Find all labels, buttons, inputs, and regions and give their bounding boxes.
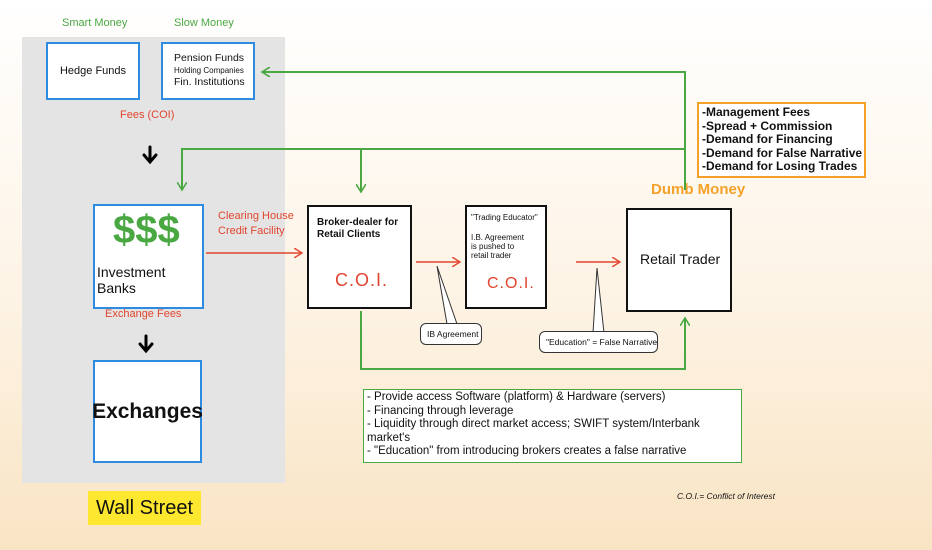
- demands-box: -Management Fees -Spread + Commission -D…: [697, 102, 866, 178]
- demand-item: -Spread + Commission: [702, 118, 833, 133]
- green-arrow-to-retail: [360, 311, 685, 370]
- demand-item: -Demand for False Narrative: [702, 145, 863, 160]
- trading-educator-box: "Trading Educator" I.B. Agreement is pus…: [465, 205, 547, 309]
- educator-line1: I.B. Agreement: [471, 233, 524, 242]
- educator-line3: retail trader: [471, 251, 512, 260]
- down-arrow-icon: [138, 334, 154, 354]
- hedge-funds-box: Hedge Funds: [46, 42, 140, 100]
- education-callout-tail: [592, 267, 605, 334]
- pension-funds-line3: Fin. Institutions: [174, 76, 245, 88]
- pension-funds-box: Pension Funds Holding Companies Fin. Ins…: [161, 42, 255, 100]
- educator-coi: C.O.I.: [487, 275, 535, 292]
- retail-trader-label: Retail Trader: [640, 251, 721, 267]
- exchanges-box: Exchanges: [92, 360, 203, 463]
- investment-banks-box: $$$ Investment Banks: [93, 204, 204, 309]
- hedge-funds-label: Hedge Funds: [59, 65, 127, 77]
- broker-line1: Broker-dealer for: [317, 217, 399, 228]
- coi-footnote: C.O.I.= Conflict of Interest: [677, 491, 776, 501]
- retail-trader-box: Retail Trader: [626, 208, 732, 312]
- education-callout: "Education" = False Narrative: [539, 331, 658, 353]
- green-arrow-to-pension: [262, 72, 686, 190]
- provides-item: - "Education" from introducing brokers c…: [367, 445, 687, 457]
- clearing-house-label: Clearing House Credit Facility: [218, 209, 294, 239]
- clearing-house-line2: Credit Facility: [218, 225, 285, 237]
- investment-banks-line2: Banks: [97, 280, 136, 296]
- provides-box: - Provide access Software (platform) & H…: [363, 389, 742, 463]
- clearing-house-line1: Clearing House: [218, 210, 294, 222]
- demand-item: -Management Fees: [702, 105, 811, 119]
- pension-funds-line2: Holding Companies: [174, 66, 244, 75]
- exchange-fees-label: Exchange Fees: [105, 308, 182, 320]
- demand-item: -Demand for Losing Trades: [702, 159, 858, 173]
- down-arrow-icon: [142, 145, 158, 165]
- provides-item: - Liquidity through direct market access…: [367, 418, 700, 444]
- slow-money-label: Slow Money: [174, 17, 234, 29]
- broker-dealer-box: Broker-dealer for Retail Clients C.O.I.: [307, 205, 412, 309]
- educator-line2: is pushed to: [471, 242, 515, 251]
- wall-street-badge: Wall Street: [88, 491, 201, 525]
- ib-callout-tail: [436, 265, 458, 325]
- green-arrow-to-banks: [182, 148, 685, 190]
- provides-item: - Financing through leverage: [367, 404, 514, 417]
- dumb-money-label: Dumb Money: [651, 181, 746, 198]
- pension-funds-line1: Pension Funds: [174, 52, 245, 64]
- demand-item: -Demand for Financing: [702, 132, 833, 146]
- investment-banks-line1: Investment: [97, 264, 166, 280]
- smart-money-label: Smart Money: [62, 17, 128, 29]
- provides-item: - Provide access Software (platform) & H…: [367, 391, 666, 403]
- fees-coi-label: Fees (COI): [120, 109, 175, 121]
- dollar-signs: $$$: [113, 208, 180, 252]
- exchanges-label: Exchanges: [92, 399, 203, 423]
- ib-agreement-callout: IB Agreement: [420, 323, 482, 345]
- broker-line2: Retail Clients: [317, 229, 381, 240]
- broker-coi: C.O.I.: [335, 270, 389, 290]
- educator-title: "Trading Educator": [471, 213, 538, 222]
